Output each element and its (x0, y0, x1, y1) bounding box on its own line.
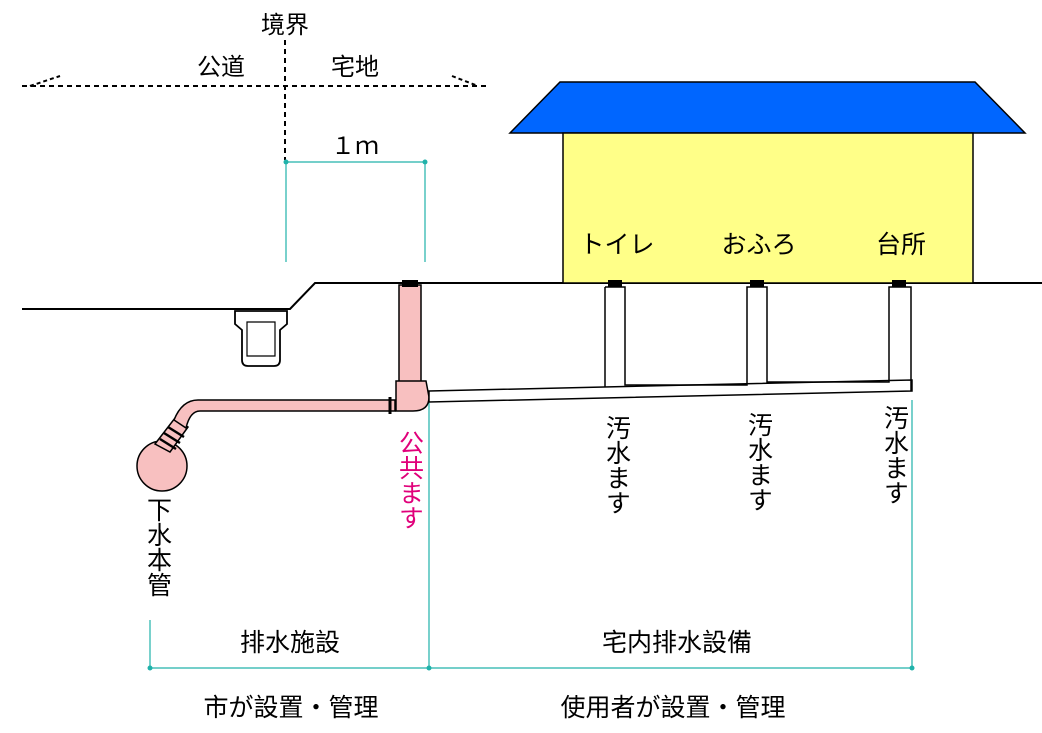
sewage-basin-label-1: 汚水ます (603, 415, 632, 515)
boundary-label: 境界 (261, 11, 309, 39)
connector-rings (159, 425, 185, 451)
basin-cap-1 (608, 280, 622, 287)
dimension-end-dot (147, 665, 153, 671)
city-managed-label: 市が設置・管理 (203, 693, 378, 722)
house-main-drain-pipe (428, 379, 913, 403)
public-basin-bottom (395, 380, 430, 412)
public-lateral-pipe (173, 399, 396, 430)
sewage-basin-label-2: 汚水ます (745, 412, 774, 512)
sewage-basin-label-3: 汚水ます (881, 405, 910, 505)
basin-cap-2 (750, 280, 764, 287)
public-basin-cap (402, 280, 418, 287)
drainage-facility-label: 排水施設 (240, 628, 340, 657)
kitchen-label: 台所 (876, 230, 926, 259)
distance-label: １ｍ (331, 132, 379, 160)
house-branch-pipes (605, 286, 912, 391)
road-dash-accent-right (451, 75, 479, 87)
dimension-end-dot (909, 665, 915, 671)
user-managed-label: 使用者が設置・管理 (560, 693, 785, 722)
dimension-end-dot (426, 665, 432, 671)
sewer-main-label: 下水本管 (144, 497, 173, 597)
roadside-gutter (234, 310, 288, 367)
road-dash-accent-left (29, 75, 61, 87)
public-road-label: 公道 (197, 53, 245, 81)
house-drainage-label: 宅内排水設備 (602, 628, 752, 657)
bottom-dimension (149, 400, 913, 669)
distance-dimension (285, 161, 426, 262)
house-wall (562, 132, 974, 284)
toilet-label: トイレ (579, 230, 654, 259)
residential-land-label: 宅地 (331, 53, 379, 81)
public-basin-label: 公共ます (396, 430, 425, 530)
basin-cap-3 (892, 280, 906, 287)
roadside-gutter-inner (246, 321, 276, 357)
dimension-end-dot (422, 159, 428, 165)
public-basin-riser (398, 284, 422, 384)
house-roof (508, 81, 1027, 134)
bath-label: おふろ (721, 230, 796, 259)
dimension-end-dot (283, 159, 289, 165)
